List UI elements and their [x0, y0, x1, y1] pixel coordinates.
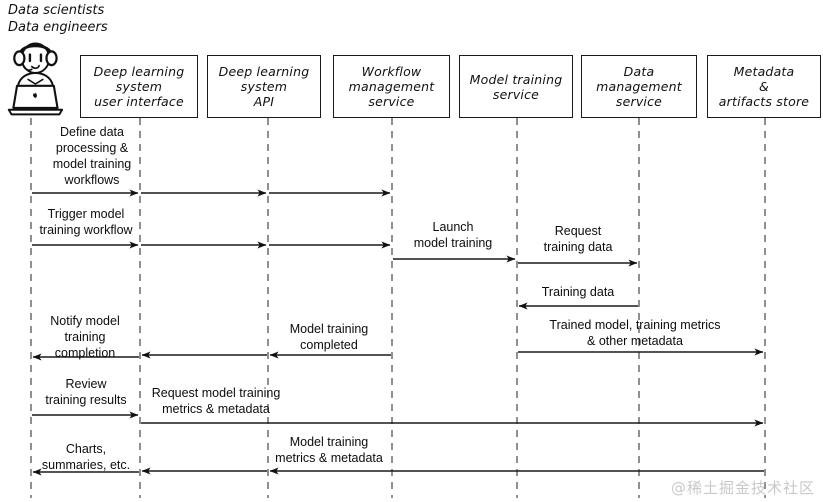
participant-box-workflow[interactable]: Workflow management service: [333, 55, 450, 118]
message-label-m8: Notify model training completion: [50, 314, 120, 360]
message-label-m4: Request training data: [543, 224, 613, 254]
actor-caption: Data scientists Data engineers: [8, 3, 108, 35]
participant-box-metadata[interactable]: Metadata & artifacts store: [707, 55, 821, 118]
message-label-m5: Training data: [541, 285, 615, 299]
message-label-m10: Request model training metrics & metadat…: [151, 386, 281, 416]
message-arrows-group: [32, 189, 764, 476]
participant-box-api[interactable]: Deep learning system API: [207, 55, 321, 118]
participant-box-ui[interactable]: Deep learning system user interface: [80, 55, 198, 118]
message-label-m3: Launch model training: [413, 220, 493, 250]
message-label-m1: Define data processing & model training …: [52, 125, 132, 187]
message-label-m7: Model training completed: [289, 322, 369, 352]
participant-box-datamgmt[interactable]: Data management service: [581, 55, 697, 118]
message-label-m9: Review training results: [45, 377, 127, 407]
watermark: @稀土掘金技术社区: [670, 479, 815, 497]
message-label-m2: Trigger model training workflow: [39, 207, 133, 237]
message-label-m12: Charts, summaries, etc.: [41, 442, 131, 472]
participant-box-training[interactable]: Model training service: [459, 55, 573, 118]
message-label-m11: Model training metrics & metadata: [275, 435, 383, 465]
actor-person-icon: [7, 42, 64, 116]
lifelines-group: [30, 118, 766, 498]
message-label-m6: Trained model, training metrics & other …: [549, 318, 721, 348]
